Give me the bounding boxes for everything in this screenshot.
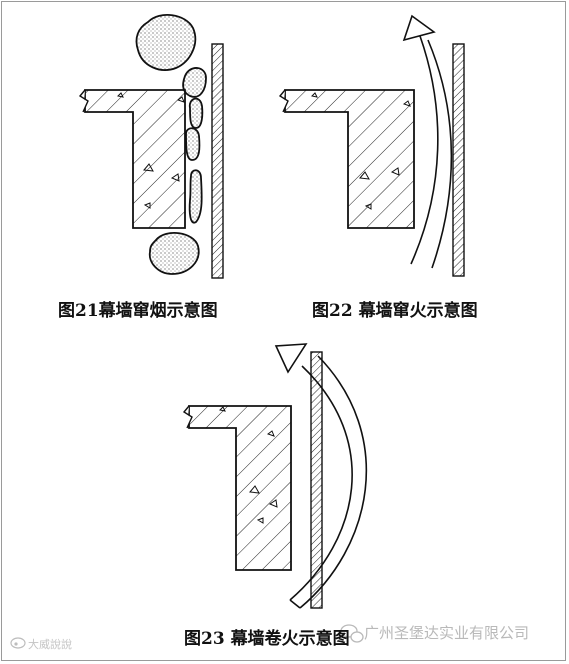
- smoke-blobs: [135, 14, 207, 275]
- slab-column-23: [182, 405, 292, 571]
- figure-23: [182, 343, 368, 609]
- weibo-logo-icon: [10, 637, 26, 649]
- company-watermark: 广州圣堡达实业有限公司: [364, 624, 530, 642]
- figure-21: [78, 14, 224, 279]
- fire-arrow-22: [402, 14, 453, 269]
- figure-21-caption: 图21幕墙窜烟示意图: [58, 301, 218, 321]
- curtain-wall-23: [310, 351, 323, 609]
- slab-column-21: [78, 89, 186, 229]
- figure-22-caption: 图22 幕墙窜火示意图: [312, 301, 478, 321]
- figure-22: [278, 14, 465, 277]
- source-watermark: 大威說說: [28, 638, 72, 651]
- figure-23-caption: 图23 幕墙卷火示意图: [184, 629, 350, 649]
- wechat-logo-icon: [340, 624, 364, 643]
- curtain-wall-21: [211, 43, 224, 279]
- fire-arrow-23: [274, 343, 368, 609]
- curtain-wall-22: [452, 43, 465, 277]
- slab-column-22: [278, 89, 415, 229]
